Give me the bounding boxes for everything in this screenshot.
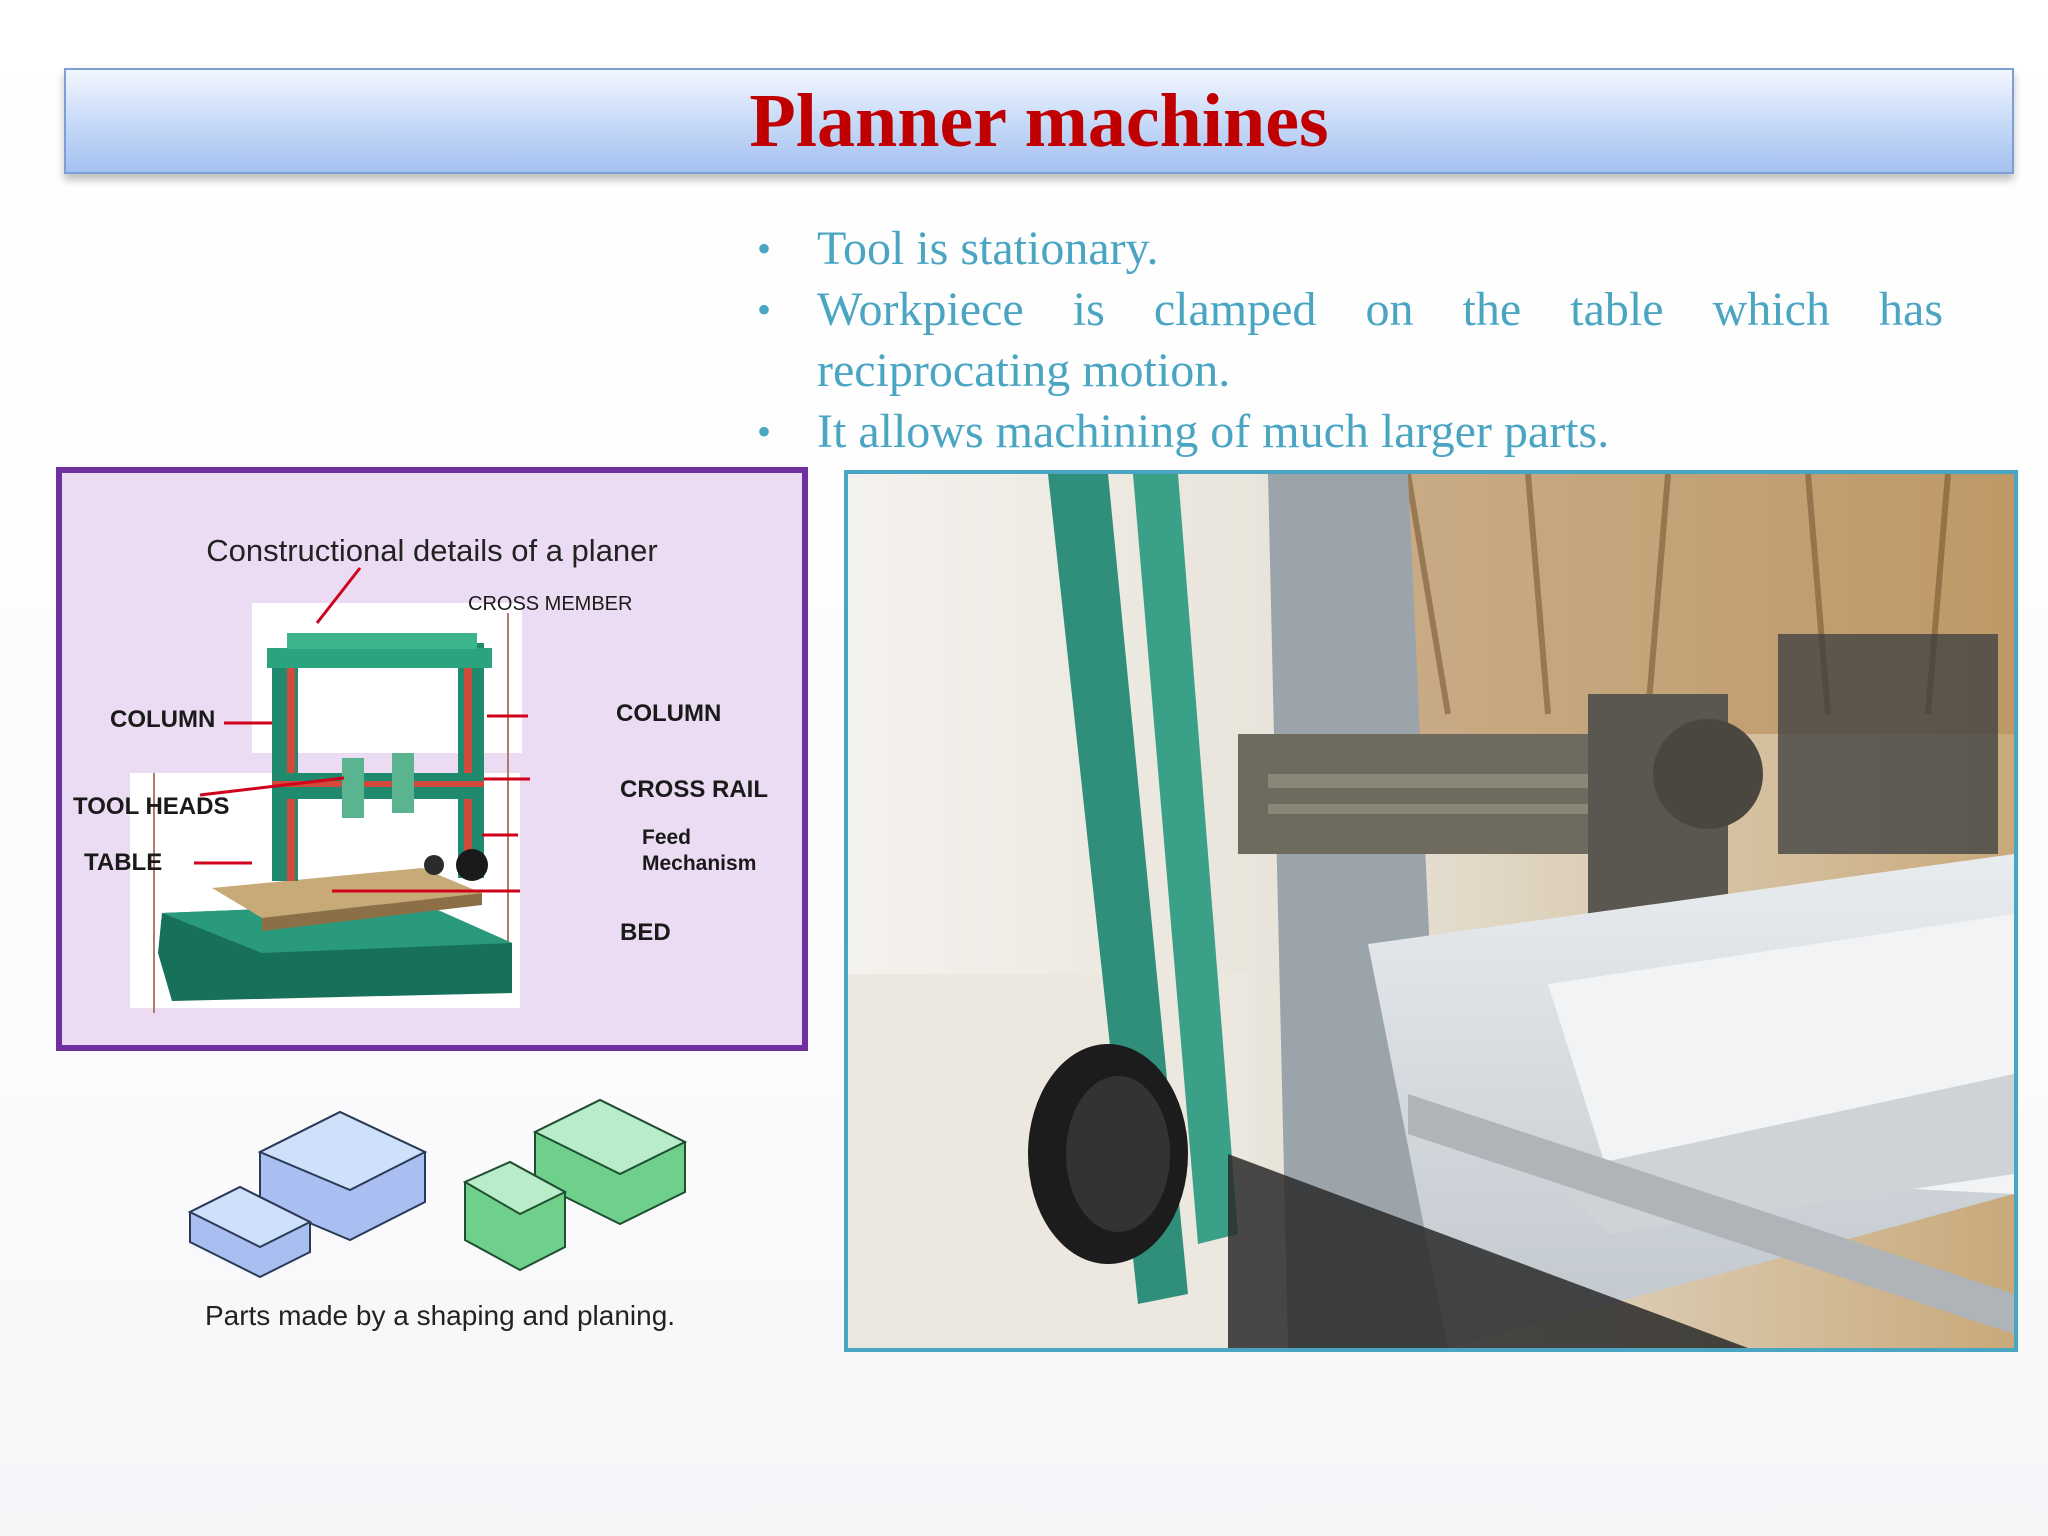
label-feed-mechanism: Feed Mechanism bbox=[642, 825, 756, 877]
parts-caption: Parts made by a shaping and planing. bbox=[204, 1300, 676, 1331]
label-cross-rail: CROSS RAIL bbox=[620, 776, 769, 803]
bullet-text: Tool is stationary. bbox=[817, 222, 1159, 275]
label-feed-line1: Feed bbox=[642, 826, 692, 849]
label-table: TABLE bbox=[84, 849, 163, 876]
bullet-item: • Tool is stationary. bbox=[755, 218, 1943, 279]
label-column-right: COLUMN bbox=[616, 700, 722, 727]
label-tool-heads: TOOL HEADS bbox=[73, 793, 230, 820]
planer-photo-drawing bbox=[848, 474, 2014, 1348]
bullet-text: It allows machining of much larger parts… bbox=[817, 405, 1610, 458]
bullet-list: • Tool is stationary. • Workpiece is cla… bbox=[755, 218, 1943, 462]
bullet-marker: • bbox=[757, 409, 772, 454]
diagram-title: Constructional details of a planer bbox=[206, 533, 658, 568]
bullet-item: • It allows machining of much larger par… bbox=[755, 401, 1943, 462]
machined-parts-illustration bbox=[187, 1098, 688, 1279]
planer-photo bbox=[844, 470, 2018, 1352]
slide-title: Planner machines bbox=[749, 79, 1329, 163]
bullet-item: • Workpiece is clamped on the table whic… bbox=[755, 279, 1943, 401]
label-cross-member: CROSS MEMBER bbox=[468, 593, 633, 615]
planer-diagram-panel: Constructional details of a planer bbox=[56, 467, 808, 1051]
label-feed-line2: Mechanism bbox=[642, 852, 757, 875]
bullet-marker: • bbox=[757, 226, 772, 271]
label-bed: BED bbox=[620, 919, 671, 946]
label-column-left: COLUMN bbox=[110, 706, 216, 733]
bullet-marker: • bbox=[757, 287, 772, 332]
bullet-text: Workpiece is clamped on the table which … bbox=[817, 283, 1943, 397]
planer-machine-illustration bbox=[130, 567, 530, 1013]
title-bar: Planner machines bbox=[64, 68, 2014, 174]
